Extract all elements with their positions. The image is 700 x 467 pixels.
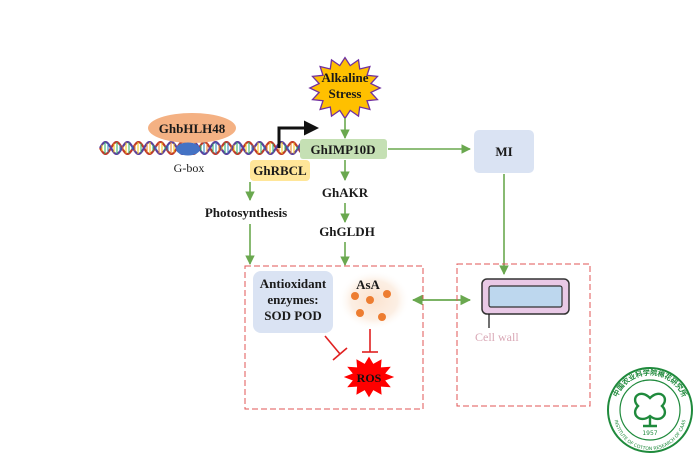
antioxidant-label-line2: enzymes: [267, 292, 318, 307]
ghgldh-label: GhGLDH [319, 224, 375, 239]
cell-wall-icon [481, 278, 570, 328]
ros-label: ROS [357, 371, 382, 385]
antioxidant-region-box [244, 265, 424, 410]
ghrbcl-label: GhRBCL [253, 163, 307, 178]
asa-label: AsA [356, 277, 380, 292]
gbox-node [176, 142, 200, 156]
asa-molecules-icon [351, 290, 391, 321]
dna-helix-icon [99, 140, 333, 156]
ghrbcl-node [250, 160, 310, 181]
mi-node [474, 130, 534, 173]
gbox-label: G-box [174, 161, 205, 175]
cotton-flower-icon [633, 392, 667, 428]
inhibit-asa-to-ros [362, 329, 378, 353]
stress-label-line1: Alkaline [322, 70, 369, 85]
photosynthesis-label: Photosynthesis [205, 205, 287, 220]
ghimp10d-label: GhIMP10D [311, 142, 376, 157]
logo-year: 1957 [642, 430, 657, 437]
cell-wall-label: Cell wall [475, 330, 519, 344]
ros-starburst [343, 356, 395, 398]
transcription-start-arrow [277, 120, 319, 148]
ghbhlh48-node [148, 113, 236, 143]
ghakr-label: GhAKR [322, 185, 369, 200]
ghbhlh48-label: GhbHLH48 [159, 121, 226, 136]
antioxidant-enzymes-node [253, 271, 333, 333]
ghimp10d-node [300, 139, 387, 159]
antioxidant-label-line1: Antioxidant [260, 276, 327, 291]
inhibit-enzymes-to-ros [324, 335, 348, 361]
institute-logo: 中国农业科学院棉花研究所 INSTITUTE OF COTTON RESEARC… [607, 367, 693, 453]
cellwall-region-box [456, 263, 591, 407]
mi-label: MI [495, 144, 512, 159]
stress-label-line2: Stress [329, 86, 362, 101]
antioxidant-label-line3: SOD POD [264, 308, 321, 323]
